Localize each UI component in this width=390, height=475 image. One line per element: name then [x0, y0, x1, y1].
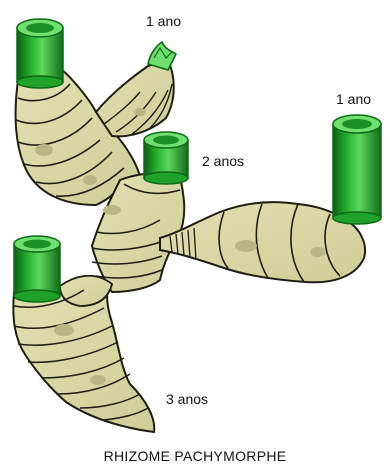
- small-bud-1-ano: [148, 42, 176, 70]
- label-3-anos: 3 anos: [166, 392, 208, 406]
- shoot-top-left: [17, 19, 63, 88]
- label-2-anos: 2 anos: [202, 154, 244, 168]
- shoot-middle: [144, 132, 188, 184]
- figure-caption: RHIZOME PACHYMORPHE: [0, 449, 390, 463]
- shoot-lower-left: [14, 236, 60, 302]
- label-1-ano-top: 1 ano: [146, 14, 181, 28]
- label-1-ano-right: 1 ano: [336, 92, 371, 106]
- shoot-right: [333, 115, 381, 224]
